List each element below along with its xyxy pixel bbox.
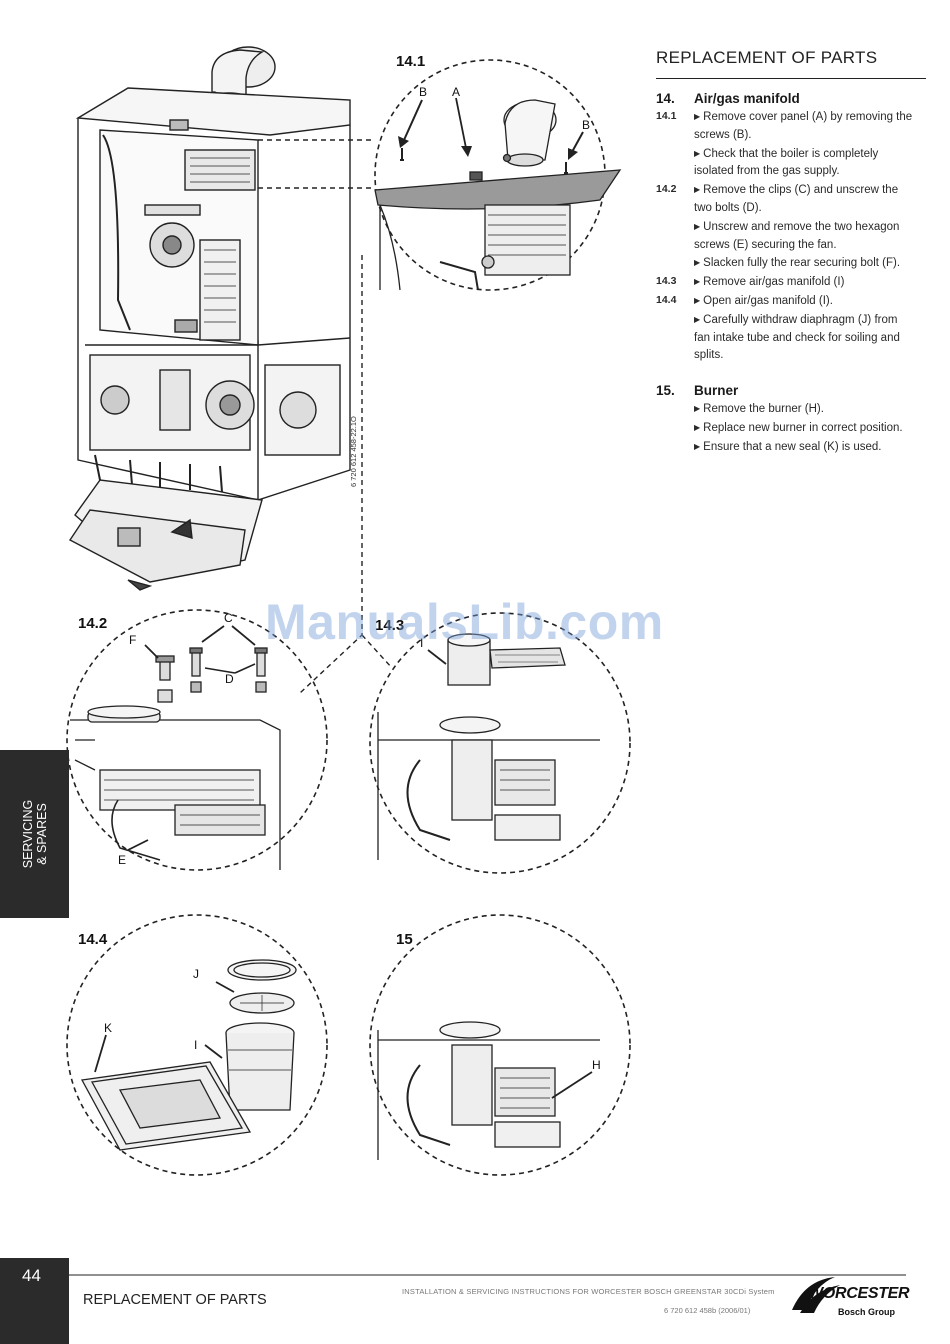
figure-14-4: 14.4 J K I <box>66 914 328 1176</box>
label-e: E <box>118 853 126 867</box>
label-f: F <box>129 633 136 647</box>
side-tab-servicing[interactable]: SERVICING & SPARES <box>0 750 69 918</box>
instructions-column: 14.Air/gas manifold 14.1▶Remove cover pa… <box>656 91 916 457</box>
section-heading: 14.Air/gas manifold <box>656 91 800 106</box>
side-tab-label: SERVICING & SPARES <box>20 799 49 869</box>
main-boiler-drawing <box>68 46 351 591</box>
label-b: B <box>582 118 590 132</box>
figure-14-3: 14.3 I <box>369 612 631 874</box>
footer-document-title: INSTALLATION & SERVICING INSTRUCTIONS FO… <box>402 1287 775 1296</box>
callout-connectors <box>258 139 393 694</box>
figure-number: 14.4 <box>78 931 108 948</box>
figure-number: 14.3 <box>375 617 404 634</box>
main-drawing-code: 6 720 612 458-22.1O <box>349 416 358 487</box>
figure-number: 15 <box>396 931 413 948</box>
step-item: ▶Remove the burner (H). <box>694 403 824 416</box>
section-15: 15.Burner ▶Remove the burner (H). ▶Repla… <box>656 383 916 456</box>
page-number: 44 <box>22 1266 41 1285</box>
step-item: ▶Slacken fully the rear securing bolt (F… <box>694 257 901 270</box>
section-heading: 15.Burner <box>656 383 739 399</box>
step-item: 14.2▶Remove the clips (C) and unscrew th… <box>656 183 899 214</box>
header-rule <box>656 78 926 79</box>
label-a: A <box>452 85 460 99</box>
label-i: I <box>420 636 423 650</box>
figure-14-1: 14.1 A B B <box>374 53 622 291</box>
label-i: I <box>194 1038 197 1052</box>
figure-15: 15 H <box>369 914 631 1176</box>
figure-number: 14.1 <box>396 53 425 70</box>
step-item: 14.3▶Remove air/gas manifold (I) <box>656 275 845 289</box>
step-item: ▶Replace new burner in correct position. <box>694 421 903 434</box>
page-number-box <box>0 1258 69 1344</box>
label-k: K <box>104 1021 112 1035</box>
label-j: J <box>193 967 199 981</box>
label-c: C <box>224 611 233 625</box>
footer-document-code: 6 720 612 458b (2006/01) <box>664 1306 751 1315</box>
watermark: ManualsLib.com <box>265 594 664 650</box>
brand-name: WORCESTER <box>808 1285 910 1302</box>
step-item: ▶Carefully withdraw diaphragm (J) from f… <box>694 313 900 362</box>
step-item: ▶Unscrew and remove the two hexagon scre… <box>694 220 900 251</box>
step-item: 14.1▶Remove cover panel (A) by removing … <box>656 110 913 141</box>
step-item: ▶Ensure that a new seal (K) is used. <box>694 440 882 453</box>
section-header: REPLACEMENT OF PARTS <box>656 48 878 67</box>
worcester-logo-icon <box>792 1277 840 1313</box>
figure-14-2: 14.2 C F D E <box>66 609 328 871</box>
step-item: ▶Check that the boiler is completely iso… <box>694 147 879 178</box>
label-b: B <box>419 85 427 99</box>
brand-subtitle: Bosch Group <box>838 1307 896 1317</box>
label-d: D <box>225 672 234 686</box>
footer-title: REPLACEMENT OF PARTS <box>83 1292 267 1308</box>
figure-number: 14.2 <box>78 615 107 632</box>
label-h: H <box>592 1058 601 1072</box>
section-14: 14.Air/gas manifold 14.1▶Remove cover pa… <box>656 91 916 365</box>
step-item: 14.4▶Open air/gas manifold (I). <box>656 293 833 307</box>
